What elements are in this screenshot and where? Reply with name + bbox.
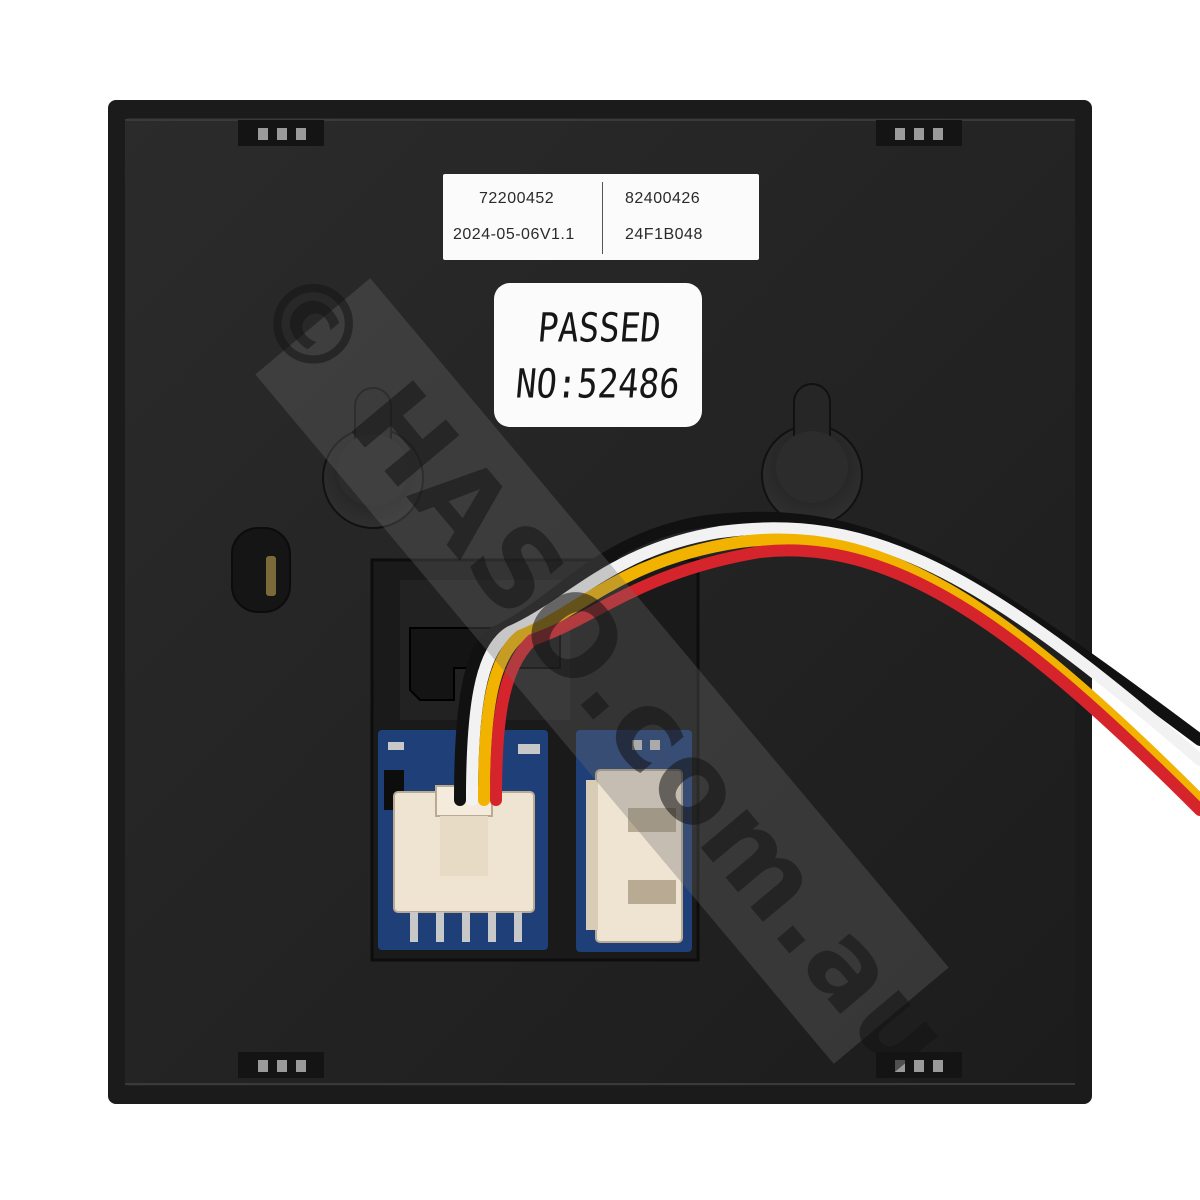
passed-text: PASSED xyxy=(535,305,663,353)
clip-notch-bottom-right xyxy=(876,1052,962,1078)
serial-left-bottom: 2024-05-06V1.1 xyxy=(453,226,575,243)
clip-notch-top-left xyxy=(238,120,324,146)
clip-notch-top-right xyxy=(876,120,962,146)
tamper-slot xyxy=(231,527,291,613)
serial-right-top: 82400426 xyxy=(625,190,701,207)
label-divider xyxy=(602,182,603,254)
clip-notch-bottom-left xyxy=(238,1052,324,1078)
passed-number: NO:52486 xyxy=(513,361,682,409)
keyhole-mount-right xyxy=(761,383,863,526)
qc-passed-sticker: PASSED NO:52486 xyxy=(494,283,702,427)
serial-left-top: 72200452 xyxy=(479,190,555,207)
wire-bundle xyxy=(454,511,1200,816)
serial-number-label: 72200452 2024-05-06V1.1 82400426 24F1B04… xyxy=(443,174,759,260)
keyhole-mount-left xyxy=(322,387,424,529)
connector-header xyxy=(586,769,683,943)
serial-right-bottom: 24F1B048 xyxy=(625,226,703,243)
